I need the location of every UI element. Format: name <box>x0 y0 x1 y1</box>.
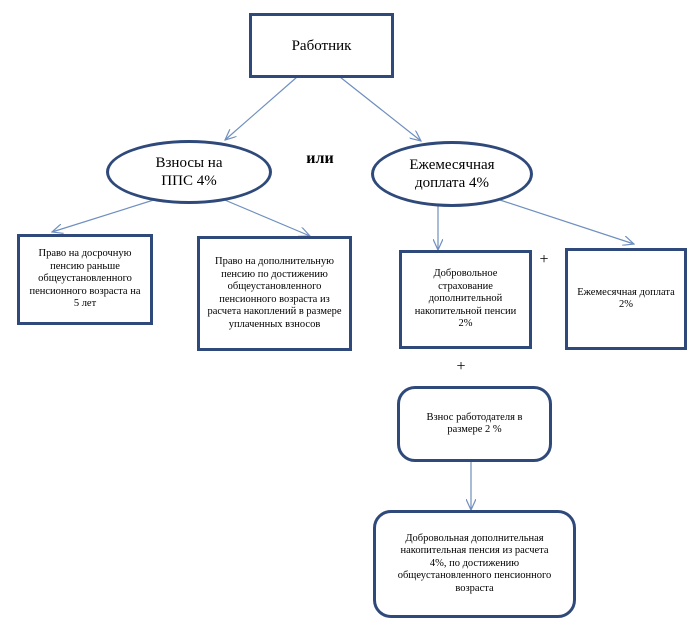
early-pension-node: Право на досрочную пенсию раньше общеуст… <box>17 234 153 325</box>
employer-contribution-label: Взнос работодателя в размере 2 % <box>426 411 523 436</box>
or-label: или <box>306 150 334 167</box>
voluntary-pension-label: Добровольная дополнительная накопительна… <box>397 532 552 594</box>
additional-pension-node: Право на дополнительную пенсию по достиж… <box>197 236 352 351</box>
monthly-payment-label: Ежемесячная доплата 4% <box>409 157 495 191</box>
arrow-pps-to-early <box>52 197 161 232</box>
pps-contributions-label: Взносы на ППС 4% <box>155 155 223 189</box>
plus-right-label: + <box>539 251 549 268</box>
arrow-worker-to-pps <box>225 76 298 140</box>
arrow-worker-to-monthly <box>339 76 421 141</box>
arrow-monthly-to-monthly2 <box>499 199 634 244</box>
employer-contribution-node: Взнос работодателя в размере 2 % <box>397 386 552 462</box>
plus-below-label: + <box>456 358 466 375</box>
voluntary-insurance-node: Добровольное страхование дополнительной … <box>399 250 532 349</box>
voluntary-pension-node: Добровольная дополнительная накопительна… <box>373 510 576 618</box>
monthly-payment-node: Ежемесячная доплата 4% <box>371 141 533 207</box>
additional-pension-label: Право на дополнительную пенсию по достиж… <box>207 256 342 330</box>
worker-label: Работник <box>291 37 352 54</box>
arrow-pps-to-additional <box>219 197 310 236</box>
monthly-payment-2-label: Ежемесячная доплата 2% <box>577 286 675 311</box>
monthly-payment-2-node: Ежемесячная доплата 2% <box>565 248 687 350</box>
worker-node: Работник <box>249 13 394 78</box>
voluntary-insurance-label: Добровольное страхование дополнительной … <box>414 268 517 330</box>
pps-contributions-node: Взносы на ППС 4% <box>106 140 272 204</box>
early-pension-label: Право на досрочную пенсию раньше общеуст… <box>29 248 141 310</box>
